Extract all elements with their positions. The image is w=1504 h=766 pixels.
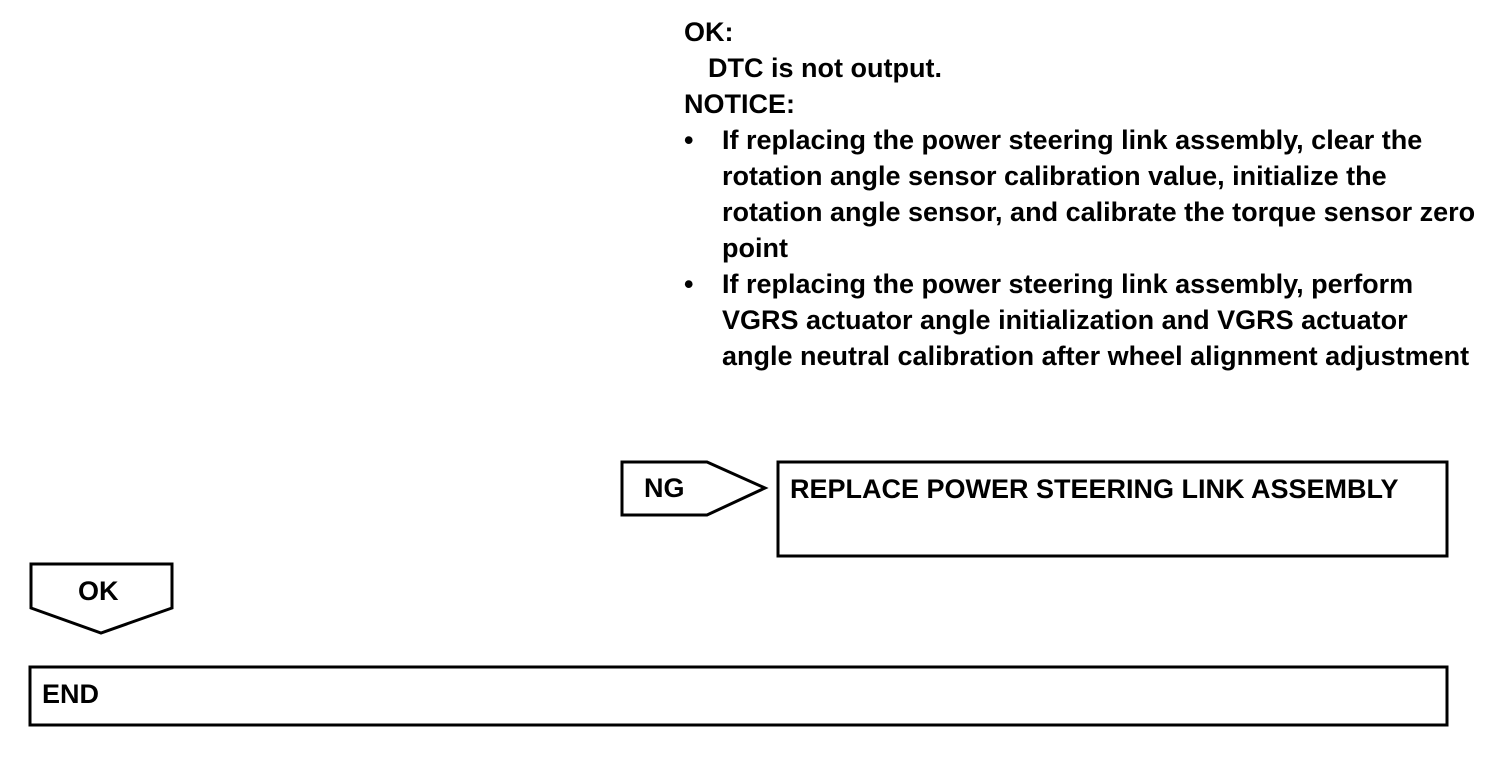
bullet-icon: • [684,125,694,155]
notice-heading: NOTICE: [684,89,795,119]
notice-list-item: • If replacing the power steering link a… [684,266,1484,374]
ok-result-text: DTC is not output. [708,53,942,83]
end-box: END [42,679,100,709]
notice-list-item: • If replacing the power steering link a… [684,122,1484,266]
ok-arrow-shape [29,562,174,635]
replace-power-steering-link-box: REPLACE POWER STEERING LINK ASSEMBLY [790,474,1399,504]
ok-heading: OK: [684,17,734,47]
replace-box-border [776,460,1449,558]
ng-label: NG [644,473,685,503]
notice-list: • If replacing the power steering link a… [684,122,1484,374]
result-notice-block: OK: DTC is not output. NOTICE: • If repl… [684,14,1484,374]
ng-arrow-shape [620,460,769,517]
notice-item-text: If replacing the power steering link ass… [722,269,1470,371]
ok-label: OK [78,576,119,606]
bullet-icon: • [684,269,694,299]
end-box-border [28,665,1449,727]
notice-item-text: If replacing the power steering link ass… [722,125,1476,263]
